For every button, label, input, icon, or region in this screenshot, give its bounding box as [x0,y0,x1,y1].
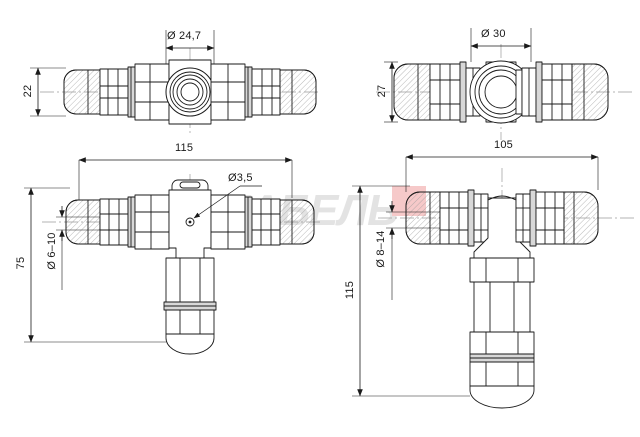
dimension-label-length-115: 115 [175,142,194,154]
dimension-label-height-115: 115 [344,280,356,300]
dimension-label-height-75: 75 [15,256,27,270]
dimension-label-diameter-30: Ø 30 [481,28,506,40]
left-end-cap [63,69,101,115]
view-top-right [376,28,634,140]
dimension-label-cable-range-8-14: Ø 8–14 [375,230,387,268]
view-bottom-left [24,157,320,355]
dimension-label-height-22: 22 [22,84,34,98]
dimension-label-cable-range-6-10: Ø 6–10 [46,232,58,270]
dimension-label-height-27: 27 [376,84,388,98]
dimension-label-length-105: 105 [494,139,513,151]
view-top-left [30,30,318,136]
dimension-label-diameter-3-5: Ø3,5 [228,172,253,184]
view-bottom-right [352,154,636,409]
dimension-label-diameter-24-7: Ø 24,7 [167,30,202,42]
leader-diameter-3-5 [193,185,241,219]
